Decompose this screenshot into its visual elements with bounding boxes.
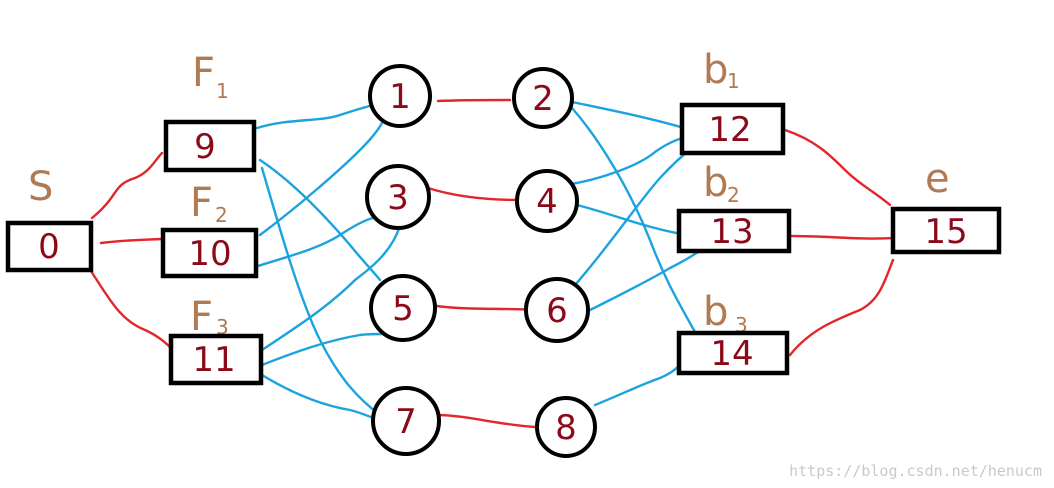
node-5-value: 5 (392, 289, 414, 329)
edge-7-8 (435, 413, 537, 429)
node-2: 2 (512, 67, 574, 129)
edge-0-11 (87, 266, 174, 351)
node-f3-value: 11 (192, 340, 235, 380)
node-f1: 9 (163, 119, 257, 173)
watermark-text: https://blog.csdn.net/henucm (789, 462, 1042, 480)
red-edges (87, 98, 895, 429)
edge-9-1 (255, 103, 375, 130)
edge-3-4 (426, 186, 522, 202)
node-6-value: 6 (546, 291, 568, 331)
node-f1-value: 9 (194, 127, 216, 167)
node-e: 15 (890, 206, 1002, 255)
node-b1-value: 12 (708, 110, 751, 150)
node-b1: 12 (679, 102, 786, 156)
node-4-value: 4 (536, 182, 558, 222)
edge-5-6 (435, 304, 540, 312)
edge-8-14 (593, 363, 682, 407)
node-7: 7 (371, 386, 441, 456)
edge-9-7 (260, 166, 382, 417)
node-b2: 13 (676, 208, 792, 254)
edge-4-12 (563, 136, 685, 187)
node-8: 8 (535, 396, 597, 458)
edge-0-10 (99, 237, 164, 245)
blue-edges (255, 100, 700, 422)
edge-11-3 (260, 224, 402, 352)
label-b1-sub: 1 (727, 69, 740, 93)
node-b3-value: 14 (710, 334, 753, 374)
label-s: S (28, 164, 53, 210)
node-1-value: 1 (389, 77, 411, 117)
edge-10-3 (256, 216, 375, 268)
label-b3: b (703, 289, 728, 335)
node-f2-value: 10 (188, 234, 231, 274)
node-b3: 14 (676, 330, 790, 376)
edge-2-12 (570, 100, 686, 130)
edge-6-12 (573, 146, 694, 287)
node-f2: 10 (160, 227, 259, 279)
node-b2-value: 13 (710, 212, 753, 252)
edge-2-14 (570, 106, 697, 334)
node-s-value: 0 (38, 227, 60, 267)
node-s: 0 (5, 220, 94, 273)
label-b2-sub: 2 (727, 183, 740, 207)
node-2-value: 2 (532, 79, 554, 119)
label-b2: b (703, 160, 728, 206)
edge-14-15 (788, 258, 895, 357)
node-f3: 11 (168, 333, 264, 386)
edge-1-2 (436, 98, 512, 103)
edge-10-1 (258, 111, 389, 237)
label-f1: F (192, 50, 215, 96)
edge-13-15 (788, 234, 895, 240)
edge-6-13 (588, 250, 700, 312)
node-3-value: 3 (387, 178, 409, 218)
label-e: e (925, 156, 950, 202)
label-f2-sub: 2 (215, 203, 228, 227)
node-8-value: 8 (555, 408, 577, 448)
label-f3: F (190, 294, 213, 340)
edge-0-9 (90, 151, 164, 220)
node-e-value: 15 (924, 212, 967, 252)
edge-12-15 (783, 128, 892, 207)
node-5: 5 (369, 274, 437, 342)
node-7-value: 7 (395, 402, 417, 442)
node-6: 6 (524, 277, 590, 343)
group-labels: S F 1 F 2 F 3 b 1 b 2 b 3 e (28, 47, 950, 340)
label-b1: b (703, 47, 728, 93)
label-f2: F (190, 180, 213, 226)
label-f3-sub: 3 (216, 315, 229, 339)
node-4: 4 (515, 169, 579, 233)
label-f1-sub: 1 (216, 79, 229, 103)
node-1: 1 (368, 64, 432, 128)
edge-11-7 (260, 373, 382, 422)
node-3: 3 (365, 164, 431, 230)
